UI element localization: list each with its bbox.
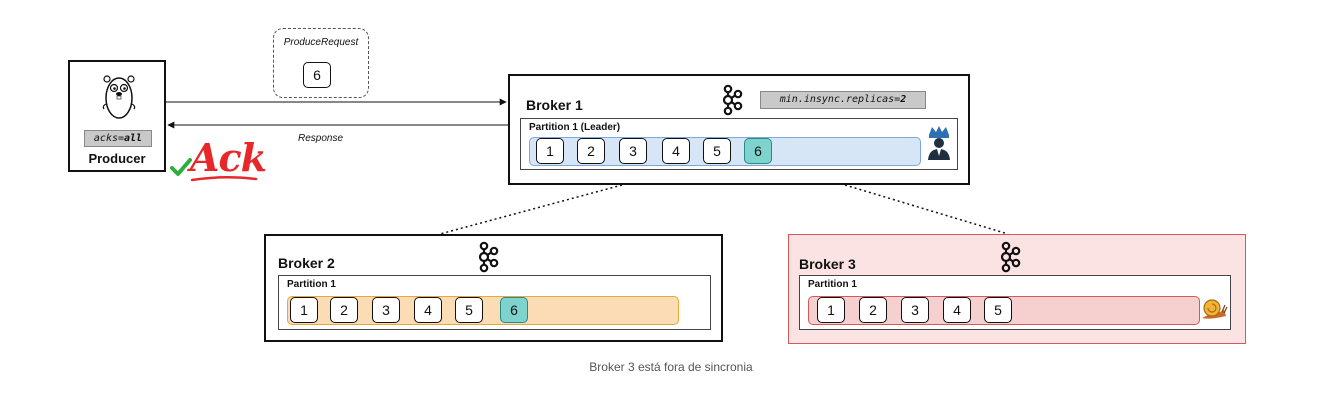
replication-link-broker2 (439, 184, 623, 235)
message-cell: 4 (662, 138, 690, 164)
broker1-log-track: 1 2 3 4 5 6 (529, 137, 921, 166)
message-cell: 5 (984, 297, 1012, 323)
broker2-partition-label: Partition 1 (287, 279, 336, 290)
message-cell: 3 (901, 297, 929, 323)
kafka-icon (1000, 241, 1021, 273)
message-cell: 1 (536, 138, 564, 164)
producer-label: Producer (88, 151, 146, 166)
ack-label: Ack (190, 135, 267, 180)
broker3-box: Broker 3 Partition 1 1 2 3 4 5 (788, 234, 1246, 344)
acks-config: acks=all (84, 130, 152, 147)
message-cell: 2 (577, 138, 605, 164)
crown-leader-icon (928, 126, 950, 160)
acks-value: all (124, 133, 143, 144)
producer-box: acks=all Producer (68, 60, 166, 172)
new-message-cell: 6 (500, 297, 528, 323)
figure-caption: Broker 3 está fora de sincronia (589, 360, 753, 374)
message-cell: 2 (330, 297, 358, 323)
produce-request-label: ProduceRequest (283, 37, 359, 48)
kafka-icon (722, 84, 743, 116)
broker1-title: Broker 1 (526, 97, 583, 113)
request-message: 6 (303, 62, 331, 88)
broker2-partition: Partition 1 1 2 3 4 5 6 (278, 275, 711, 330)
min-insync-key: min.insync.replicas= (779, 94, 901, 105)
acks-key: acks= (93, 133, 125, 144)
message-cell: 3 (372, 297, 400, 323)
min-insync-value: 2 (900, 94, 907, 105)
broker1-box: Broker 1 min.insync.replicas=2 Partition… (508, 74, 970, 185)
broker1-partition: Partition 1 (Leader) 1 2 3 4 5 6 (520, 118, 958, 170)
message-cell: 3 (619, 138, 647, 164)
gopher-icon (102, 75, 136, 119)
message-cell: 4 (414, 297, 442, 323)
broker3-partition-label: Partition 1 (808, 279, 857, 290)
message-cell: 5 (455, 297, 483, 323)
broker3-title: Broker 3 (799, 256, 856, 272)
checkmark-icon (170, 158, 192, 176)
broker2-title: Broker 2 (278, 255, 335, 271)
message-cell: 1 (290, 297, 318, 323)
broker2-box: Broker 2 Partition 1 1 2 3 4 5 6 (264, 234, 723, 342)
response-label: Response (298, 133, 344, 144)
broker1-partition-label: Partition 1 (Leader) (529, 122, 621, 133)
new-message-cell: 6 (744, 138, 772, 164)
produce-request-box: ProduceRequest 6 (273, 28, 369, 98)
broker3-partition: Partition 1 1 2 3 4 5 (799, 275, 1231, 330)
replication-link-broker3 (844, 184, 1009, 235)
snail-icon (1202, 299, 1228, 319)
message-cell: 5 (703, 138, 731, 164)
broker2-log-track: 1 2 3 4 5 6 (287, 296, 679, 325)
ack-underline (190, 175, 258, 182)
message-cell: 2 (859, 297, 887, 323)
min-insync-config: min.insync.replicas=2 (760, 91, 926, 109)
message-cell: 4 (943, 297, 971, 323)
broker3-log-track: 1 2 3 4 5 (808, 296, 1200, 325)
message-cell: 1 (817, 297, 845, 323)
kafka-icon (478, 241, 499, 273)
